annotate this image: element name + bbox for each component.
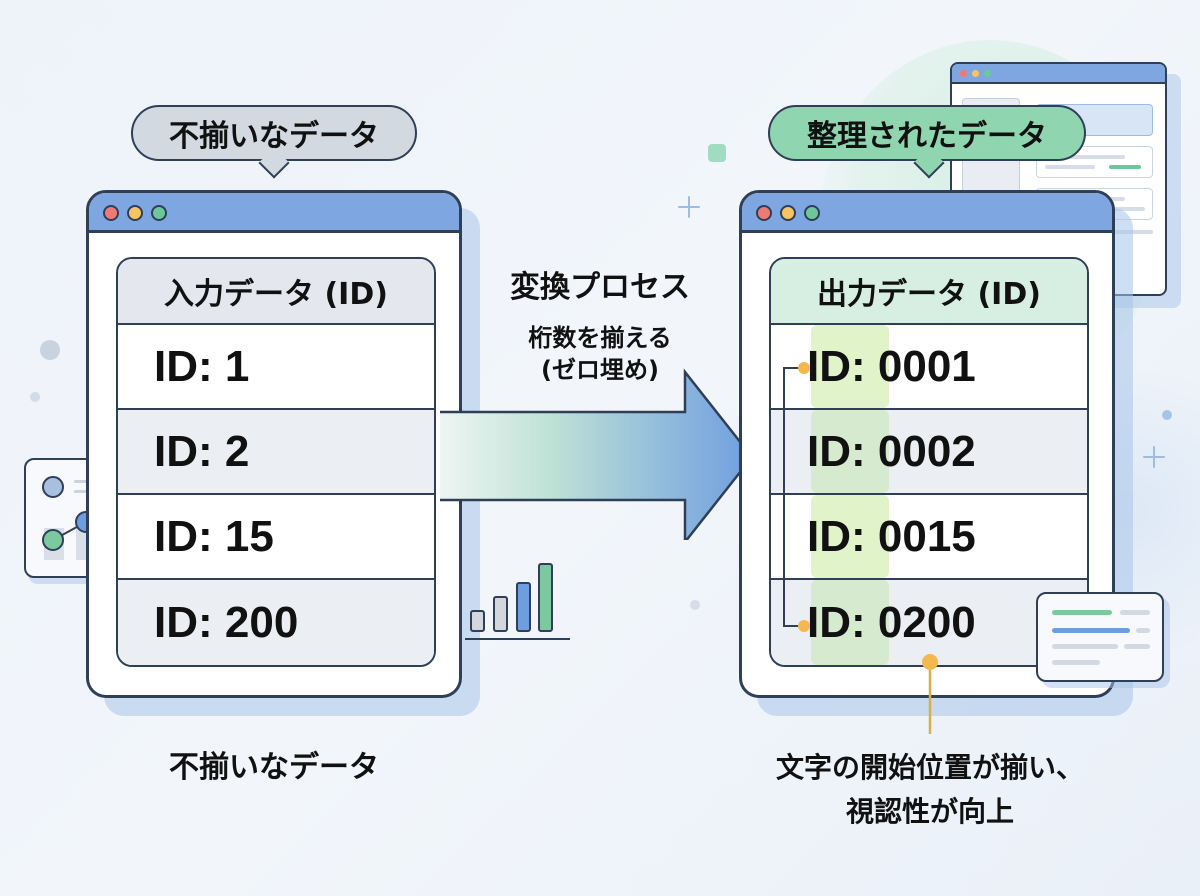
content-placeholder [1036, 146, 1153, 178]
alignment-highlight [811, 410, 889, 493]
table-row: ID: 0015 [771, 495, 1087, 580]
right-caption-line1: 文字の開始位置が揃い、 [775, 751, 1084, 784]
process-title: 変換プロセス [510, 270, 690, 305]
decorative-dot [1162, 410, 1172, 420]
alignment-highlight [811, 580, 889, 665]
window-titlebar [89, 193, 459, 233]
decorative-dot [30, 392, 40, 402]
input-window: 入力データ (ID) ID: 1 ID: 2 ID: 15 ID: 200 [86, 190, 462, 698]
table-row: ID: 1 [118, 325, 434, 410]
alignment-bracket [783, 362, 810, 632]
plus-sparkle-icon [678, 196, 700, 218]
alignment-highlight [811, 325, 889, 408]
decorative-square [708, 144, 726, 162]
table-row: ID: 0001 [771, 325, 1087, 410]
decorative-dot [40, 340, 60, 360]
maximize-window-icon[interactable] [151, 205, 167, 221]
text-lines-card-icon [1036, 592, 1164, 682]
traffic-light-yellow-icon [972, 70, 979, 77]
output-data-table: 出力データ (ID) ID: 0001 ID: 0002 ID: 0015 ID… [769, 257, 1089, 667]
table-row: ID: 15 [118, 495, 434, 580]
table-row: ID: 0200 [771, 580, 1087, 665]
unaligned-data-bubble: 不揃いなデータ [131, 105, 417, 179]
close-window-icon[interactable] [756, 205, 772, 221]
table-row: ID: 2 [118, 410, 434, 495]
right-caption-line2: 視認性が向上 [845, 795, 1014, 828]
window-titlebar [742, 193, 1112, 233]
maximize-window-icon[interactable] [804, 205, 820, 221]
bar-chart-icon [465, 563, 570, 640]
table-row: ID: 200 [118, 580, 434, 665]
traffic-light-red-icon [960, 70, 967, 77]
callout-pointer [922, 654, 938, 734]
close-window-icon[interactable] [103, 205, 119, 221]
left-caption: 不揃いなデータ [169, 750, 379, 785]
input-data-table: 入力データ (ID) ID: 1 ID: 2 ID: 15 ID: 200 [116, 257, 436, 667]
minimize-window-icon[interactable] [780, 205, 796, 221]
table-header: 入力データ (ID) [118, 259, 434, 325]
process-subtitle-line1: 桁数を揃える [528, 324, 672, 352]
table-row: ID: 0002 [771, 410, 1087, 495]
alignment-highlight [811, 495, 889, 578]
decorative-dot [690, 600, 700, 610]
plus-sparkle-icon [1143, 446, 1165, 468]
traffic-light-green-icon [984, 70, 991, 77]
table-header: 出力データ (ID) [771, 259, 1087, 325]
process-subtitle-line2: (ゼロ埋め) [541, 356, 659, 384]
organized-data-bubble: 整理されたデータ [768, 105, 1086, 179]
minimize-window-icon[interactable] [127, 205, 143, 221]
